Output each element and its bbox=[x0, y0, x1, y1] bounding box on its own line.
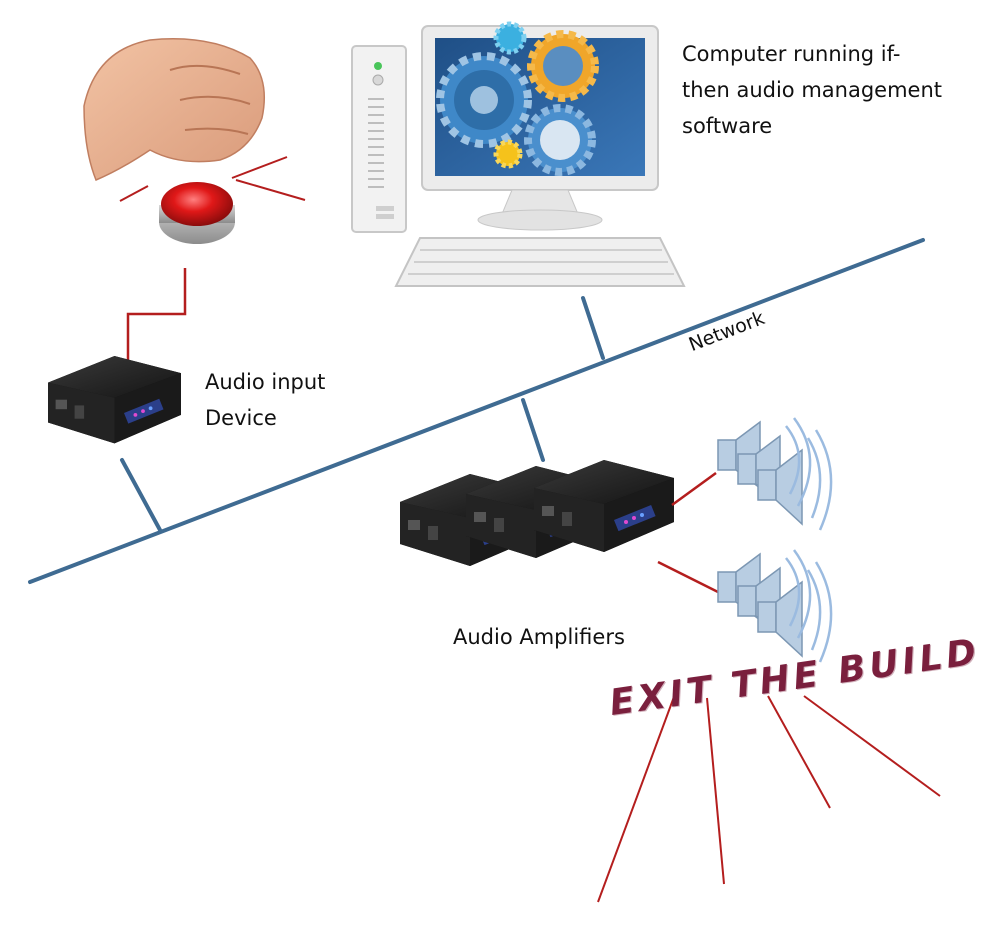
sound-lines bbox=[597, 685, 941, 903]
speaker-icon bbox=[716, 416, 833, 532]
speaker-icon bbox=[716, 548, 833, 664]
speaker-wire bbox=[657, 471, 719, 594]
fist-icon bbox=[83, 38, 265, 181]
gears-icon bbox=[436, 21, 599, 176]
audio-input-label: Audio input Device bbox=[205, 370, 326, 430]
audio-device-icon bbox=[48, 356, 181, 444]
amplifier-icon bbox=[400, 460, 674, 566]
button-wire bbox=[126, 268, 187, 362]
network-line bbox=[28, 238, 925, 584]
red-button-icon bbox=[119, 156, 306, 244]
amplifiers-label: Audio Amplifiers bbox=[453, 625, 625, 649]
computer-label: Computer running if- then audio manageme… bbox=[682, 42, 942, 138]
